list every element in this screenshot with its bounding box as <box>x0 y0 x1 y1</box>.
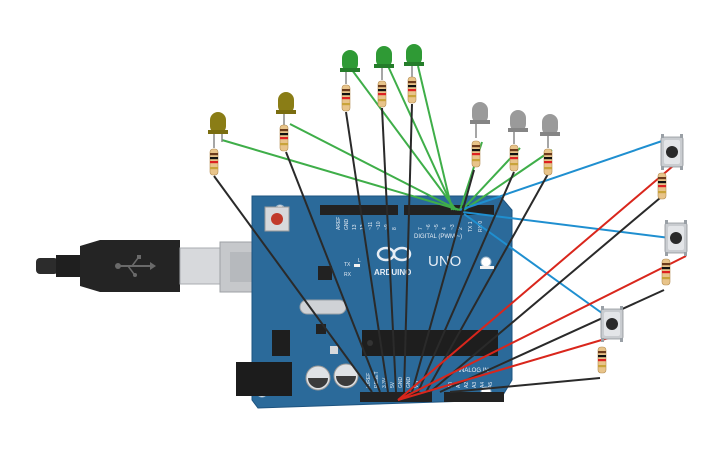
digital-label: DIGITAL (PWM ~) <box>414 234 462 240</box>
green-led[interactable] <box>340 50 360 112</box>
digital-pin-label: TX 1 <box>468 221 474 232</box>
small-chip <box>316 324 326 334</box>
green-led[interactable] <box>404 44 424 104</box>
gray-led[interactable] <box>508 110 528 172</box>
digital-pin-label: ~5 <box>434 224 440 230</box>
digital-pin-label: ~3 <box>450 224 456 230</box>
yellow-led[interactable] <box>276 92 296 152</box>
capacitor <box>333 363 359 389</box>
power-jack <box>236 362 292 396</box>
digital-pin-label: ~10 <box>376 221 382 230</box>
digital-pin-label: ~6 <box>426 224 432 230</box>
analog-pin-label: A3 <box>472 382 478 388</box>
power-header <box>360 392 432 402</box>
digital-pin-label: 8 <box>392 227 398 230</box>
power-pin-label: GND <box>398 377 404 389</box>
digital-header <box>320 205 494 215</box>
reset-button[interactable] <box>264 206 290 232</box>
push-button[interactable] <box>657 133 684 200</box>
push-button[interactable] <box>597 305 624 374</box>
capacitor-smd <box>330 346 338 354</box>
analog-pin-label: A1 <box>456 382 462 388</box>
capacitor <box>305 365 331 391</box>
led-rx-label: RX <box>344 272 352 278</box>
wires-green[interactable] <box>221 65 553 211</box>
onboard-led <box>354 264 360 267</box>
usb-chip <box>318 266 332 280</box>
led-tx-label: TX <box>344 262 351 268</box>
arduino-logo: ARDUINO UNO <box>374 246 461 277</box>
digital-pin-label: ~11 <box>368 222 374 230</box>
power-pin-label: 3.3V <box>382 377 388 388</box>
pin-label-aref: AREF <box>336 217 342 230</box>
digital-pin-label: 7 <box>418 227 424 230</box>
pin-label-gnd: GND <box>344 219 350 231</box>
power-pin-label: 5V <box>390 381 396 388</box>
power-pin-label: RESET <box>374 371 380 388</box>
power-pin-label: GND <box>406 377 412 389</box>
yellow-led[interactable] <box>208 112 228 176</box>
regulator <box>272 330 290 356</box>
analog-pin-label: A2 <box>464 382 470 388</box>
push-button[interactable] <box>661 219 688 286</box>
gray-led[interactable] <box>470 102 490 168</box>
wires-black[interactable] <box>213 103 665 393</box>
usb-b-icon <box>115 255 156 277</box>
analog-pin-label: A4 <box>480 382 486 388</box>
wires-red[interactable] <box>397 159 687 401</box>
green-led[interactable] <box>374 46 394 108</box>
analog-header <box>444 392 504 402</box>
analog-label: ANALOG IN <box>456 368 489 374</box>
digital-pin-label: 13 <box>352 224 358 230</box>
onboard-led <box>480 266 494 269</box>
gray-led[interactable] <box>540 114 560 176</box>
board-logo-text: ARDUINO <box>374 268 411 277</box>
led-l-label: L <box>358 258 361 264</box>
digital-pin-label: 4 <box>442 227 448 230</box>
analog-pin-label: A5 <box>488 382 494 388</box>
usb-cable[interactable] <box>36 240 265 293</box>
digital-pin-label: 2 <box>458 227 464 230</box>
board-model: UNO <box>428 253 461 270</box>
power-pin-label: IOREF <box>366 373 372 388</box>
